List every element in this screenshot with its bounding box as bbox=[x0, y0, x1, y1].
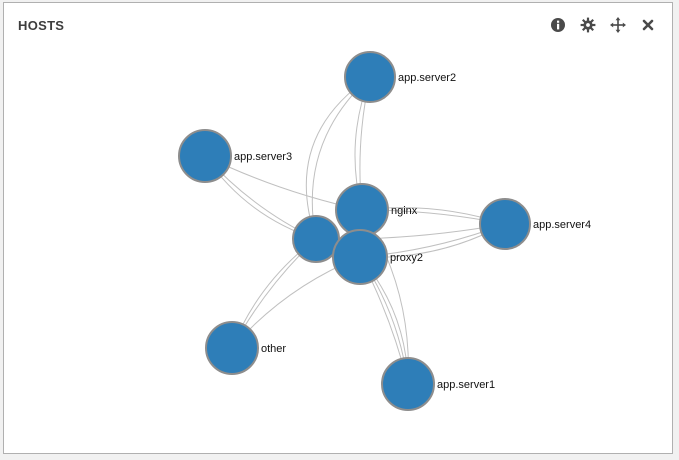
gear-icon bbox=[580, 17, 596, 33]
panel-header: HOSTS bbox=[4, 3, 672, 47]
graph-nodes-layer: app.server2 app.server3 nginx proxy2 app.ser… bbox=[178, 51, 591, 411]
host-node-label-app_server1: app.server1 bbox=[437, 379, 495, 391]
host-node-app_server2[interactable] bbox=[344, 51, 396, 103]
host-node-label-other: other bbox=[261, 343, 286, 355]
host-node-app_server3[interactable] bbox=[178, 129, 232, 183]
host-node-nginx[interactable] bbox=[335, 183, 389, 237]
panel-settings-button[interactable] bbox=[580, 17, 596, 33]
panel-info-button[interactable] bbox=[550, 17, 566, 33]
host-node-app_server1[interactable] bbox=[381, 357, 435, 411]
panel-toolbar bbox=[550, 17, 656, 33]
host-node-label-nginx: nginx bbox=[391, 205, 418, 217]
host-node-other[interactable] bbox=[205, 321, 259, 375]
hosts-panel: HOSTS bbox=[3, 2, 673, 454]
info-icon bbox=[551, 18, 565, 32]
host-node-label-app_server3: app.server3 bbox=[234, 151, 292, 163]
host-node-proxy2[interactable] bbox=[332, 229, 388, 285]
move-icon bbox=[610, 17, 626, 33]
host-node-label-proxy2: proxy2 bbox=[390, 252, 423, 264]
panel-title: HOSTS bbox=[18, 17, 65, 33]
panel-move-button[interactable] bbox=[610, 17, 626, 33]
close-icon bbox=[642, 19, 654, 31]
host-node-label-app_server2: app.server2 bbox=[398, 72, 456, 84]
panel-close-button[interactable] bbox=[640, 17, 656, 33]
host-node-app_server4[interactable] bbox=[479, 198, 531, 250]
host-graph: app.server2 app.server3 nginx proxy2 app.ser… bbox=[178, 51, 591, 411]
host-node-label-app_server4: app.server4 bbox=[533, 219, 591, 231]
